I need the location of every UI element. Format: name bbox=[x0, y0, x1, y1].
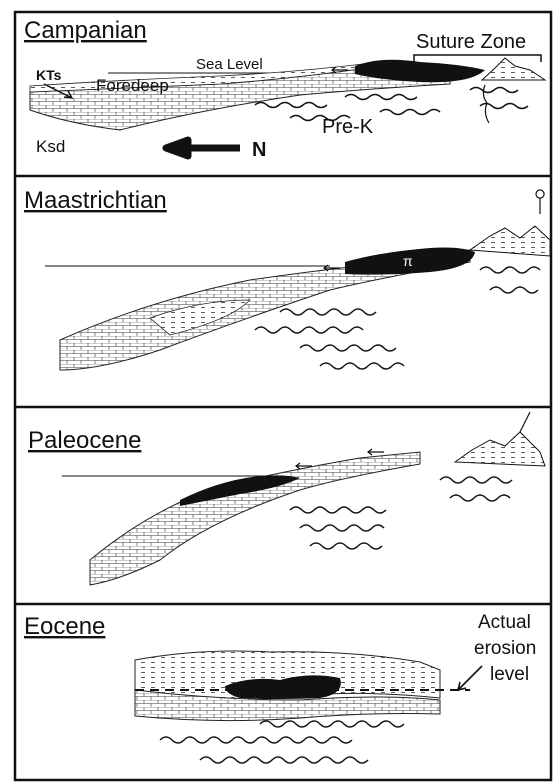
north-label: N bbox=[252, 139, 266, 161]
erosion-label-line2: erosion bbox=[474, 638, 536, 659]
sea-level-label: Sea Level bbox=[196, 56, 263, 73]
panel-maastrichtian: Maastrichtian π bbox=[24, 187, 550, 370]
pre-k-label: Pre-K bbox=[322, 116, 374, 138]
suture-zone-mound bbox=[482, 58, 545, 80]
panel-title: Eocene bbox=[24, 613, 105, 640]
erosion-arrow bbox=[458, 666, 482, 690]
erosion-label-line1: Actual bbox=[478, 612, 531, 633]
panel-title: Campanian bbox=[24, 17, 147, 44]
suture-zone-label: Suture Zone bbox=[416, 31, 526, 53]
volcano-symbol bbox=[520, 412, 530, 432]
ksd-label: Ksd bbox=[36, 137, 65, 156]
panel-title: Maastrichtian bbox=[24, 187, 167, 214]
panel-campanian: Campanian Sea Level Suture Zone KTs Fore… bbox=[24, 17, 545, 161]
basement-folds bbox=[290, 477, 512, 549]
suture-zone-bracket bbox=[414, 55, 541, 62]
foredeep-label: Foredeep bbox=[96, 76, 169, 95]
panel-paleocene: Paleocene bbox=[28, 412, 545, 585]
panel-title: Paleocene bbox=[28, 427, 141, 454]
ophiolite-symbol: π bbox=[403, 253, 413, 269]
north-arrow bbox=[166, 140, 240, 156]
erosion-label-line3: level bbox=[490, 664, 529, 685]
basement-folds bbox=[160, 721, 404, 763]
carbonate-platform bbox=[90, 452, 420, 585]
panel-eocene: Eocene Actual erosion level bbox=[24, 612, 536, 763]
kts-label: KTs bbox=[36, 67, 62, 83]
suture-zone-mound bbox=[470, 226, 550, 256]
suture-zone-mound bbox=[455, 432, 545, 466]
thrust-arrow bbox=[368, 449, 384, 455]
volcano-symbol bbox=[536, 190, 544, 214]
